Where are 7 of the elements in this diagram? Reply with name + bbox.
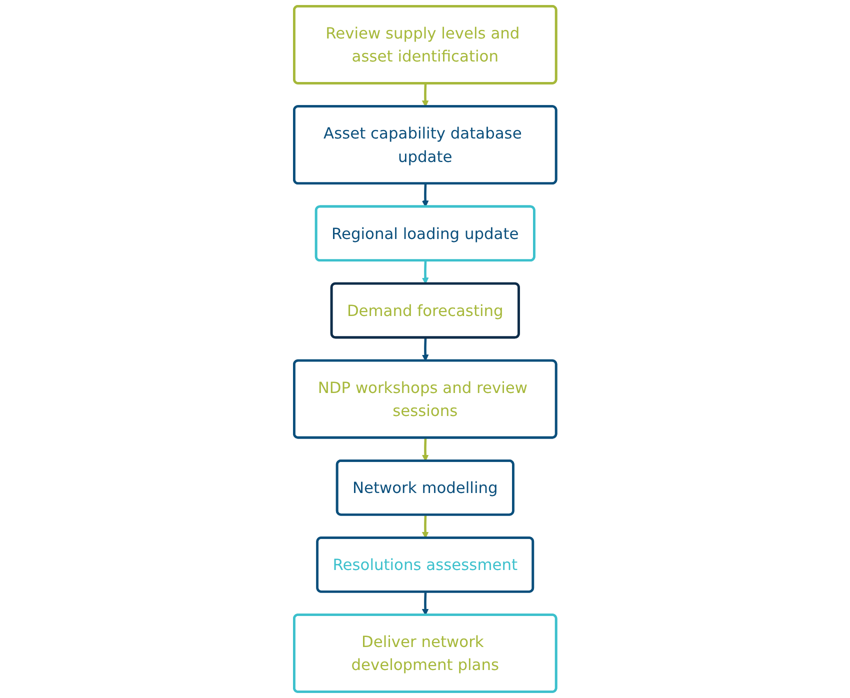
- arrow: [422, 514, 429, 538]
- arrow: [422, 438, 429, 462]
- arrow: [422, 184, 429, 208]
- arrow: [422, 338, 429, 362]
- arrow: [422, 260, 429, 284]
- arrow: [422, 84, 429, 108]
- arrow: [422, 592, 429, 616]
